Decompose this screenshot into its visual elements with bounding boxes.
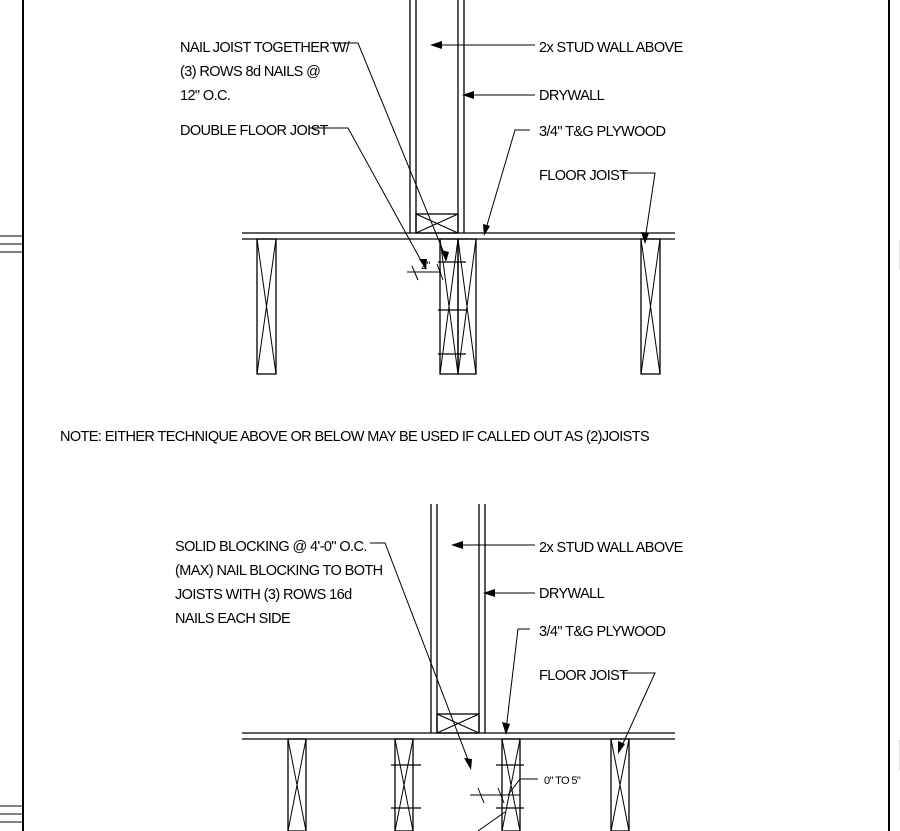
blocking-note-line-2: (MAX) NAIL BLOCKING TO BOTH: [175, 563, 383, 579]
stud-wall-label-bottom: 2x STUD WALL ABOVE: [539, 540, 684, 556]
stud-wall-top: [409, 0, 465, 234]
plywood-label-top: 3/4" T&G PLYWOOD: [539, 124, 665, 140]
labels-bottom: SOLID BLOCKING @ 4'-0" O.C. (MAX) NAIL B…: [175, 539, 684, 684]
floor-joist-label-top: FLOOR JOIST: [539, 168, 628, 184]
dimension-0-5in: 0" TO 5": [470, 775, 582, 804]
leaders-bottom: [370, 541, 656, 831]
nail-note-line-3: 12" O.C.: [180, 88, 230, 104]
dim-label-bottom: 0" TO 5": [544, 775, 581, 787]
plywood-label-bottom: 3/4" T&G PLYWOOD: [539, 624, 665, 640]
plywood-bottom: [242, 732, 675, 740]
blocking-note-line-3: JOISTS WITH (3) ROWS 16d: [175, 587, 352, 603]
stud-wall-bottom: [430, 504, 486, 734]
blocking-note-line-4: NAILS EACH SIDE: [175, 611, 291, 627]
nails-top: [438, 261, 466, 355]
plywood-top: [242, 232, 675, 240]
drywall-label-bottom: DRYWALL: [539, 586, 605, 602]
technique-note: NOTE: EITHER TECHNIQUE ABOVE OR BELOW MA…: [60, 429, 649, 445]
blocking-note-line-1: SOLID BLOCKING @ 4'-0" O.C.: [175, 539, 367, 555]
leaders-top: [309, 41, 656, 270]
joists-top: [256, 238, 661, 375]
labels-top: NAIL JOIST TOGETHER W/ (3) ROWS 8d NAILS…: [180, 40, 684, 184]
nail-note-line-1: NAIL JOIST TOGETHER W/: [180, 40, 351, 56]
nails-bottom: [391, 764, 524, 809]
stud-wall-label-top: 2x STUD WALL ABOVE: [539, 40, 684, 56]
double-joist-label: DOUBLE FLOOR JOIST: [180, 123, 329, 139]
top-detail: 2" NAIL JOIST TOGETHER W/ (3) ROWS 8d NA…: [180, 0, 684, 375]
bottom-detail: 0" TO 5" SOLID BLOCKING @ 4'-0" O.C. (MA…: [175, 504, 684, 831]
floor-joist-label-bottom: FLOOR JOIST: [539, 668, 628, 684]
drywall-label-top: DRYWALL: [539, 88, 605, 104]
nail-note-line-2: (3) ROWS 8d NAILS @: [180, 64, 320, 80]
joists-bottom: [287, 738, 630, 831]
